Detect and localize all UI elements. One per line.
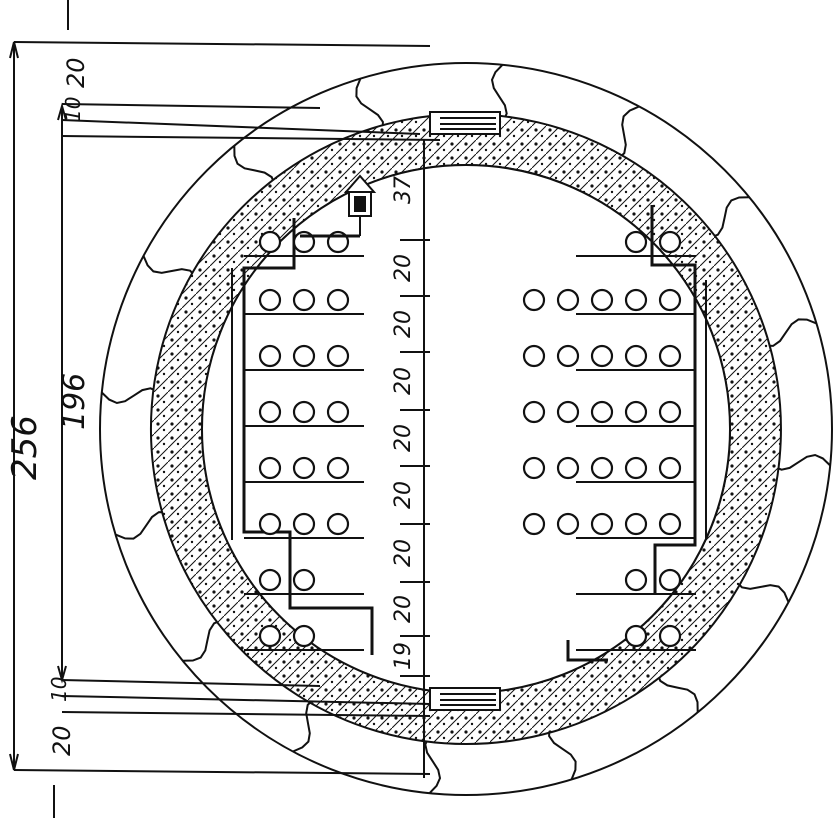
cable bbox=[658, 400, 682, 424]
cable bbox=[258, 230, 282, 254]
cable bbox=[590, 344, 614, 368]
right-cable-group bbox=[522, 230, 696, 651]
cable bbox=[556, 400, 580, 424]
cable bbox=[658, 344, 682, 368]
cable bbox=[556, 512, 580, 536]
stack-dimension-label: 20 bbox=[391, 539, 416, 567]
dimension-bottom-gap-label: 10 bbox=[47, 677, 71, 702]
cable bbox=[292, 624, 316, 648]
cable bbox=[590, 512, 614, 536]
cable bbox=[258, 288, 282, 312]
cable bbox=[624, 230, 648, 254]
cable bbox=[624, 400, 648, 424]
stack-dimension-label: 20 bbox=[391, 595, 416, 623]
dimension-top-segment-label: 20 bbox=[62, 57, 90, 88]
cable bbox=[326, 512, 350, 536]
crown-bar bbox=[429, 111, 501, 135]
cable bbox=[658, 568, 682, 592]
cable bbox=[624, 288, 648, 312]
cable bbox=[624, 344, 648, 368]
stack-dimension-label: 20 bbox=[391, 481, 416, 509]
cable bbox=[326, 400, 350, 424]
cable bbox=[292, 456, 316, 480]
cable bbox=[326, 456, 350, 480]
cable bbox=[658, 230, 682, 254]
cable bbox=[522, 344, 546, 368]
cable bbox=[522, 456, 546, 480]
cable bbox=[658, 512, 682, 536]
cable bbox=[326, 344, 350, 368]
left-cable-group bbox=[244, 230, 364, 651]
cable bbox=[292, 344, 316, 368]
cable bbox=[556, 456, 580, 480]
cable bbox=[522, 400, 546, 424]
cable bbox=[258, 456, 282, 480]
cable bbox=[590, 456, 614, 480]
cable bbox=[624, 512, 648, 536]
lamp-icon bbox=[300, 174, 377, 238]
cable bbox=[658, 624, 682, 648]
cable bbox=[658, 288, 682, 312]
stack-dimension-label: 19 bbox=[391, 642, 416, 670]
cable bbox=[556, 344, 580, 368]
cable bbox=[590, 288, 614, 312]
dimension-overall-label: 256 bbox=[5, 415, 45, 480]
cable bbox=[258, 624, 282, 648]
cable bbox=[258, 568, 282, 592]
stack-dimension-label: 20 bbox=[391, 424, 416, 452]
dimension-inner-label: 196 bbox=[57, 373, 92, 430]
cable bbox=[258, 344, 282, 368]
invert-bar bbox=[429, 687, 501, 711]
cable bbox=[624, 456, 648, 480]
cable bbox=[624, 568, 648, 592]
stack-dimension-label: 20 bbox=[391, 367, 416, 395]
cable bbox=[258, 400, 282, 424]
dimension-top-gap-label: 10 bbox=[61, 97, 85, 122]
left-dimension-lines bbox=[9, 0, 441, 818]
dimension-bottom-segment-label: 20 bbox=[48, 725, 76, 756]
cable bbox=[522, 288, 546, 312]
cable bbox=[590, 400, 614, 424]
cable bbox=[292, 512, 316, 536]
cable bbox=[292, 568, 316, 592]
stack-dimension-label: 20 bbox=[391, 254, 416, 282]
cable bbox=[326, 288, 350, 312]
stack-dimension-label: 37 bbox=[391, 176, 416, 204]
cable bbox=[292, 288, 316, 312]
cable bbox=[292, 400, 316, 424]
cable bbox=[522, 512, 546, 536]
stack-dimension-label: 20 bbox=[391, 310, 416, 338]
vertical-dimension-stack: 37 20 20 20 20 20 20 20 19 bbox=[391, 176, 430, 677]
cable bbox=[624, 624, 648, 648]
cable bbox=[556, 288, 580, 312]
cable bbox=[258, 512, 282, 536]
cable bbox=[658, 456, 682, 480]
